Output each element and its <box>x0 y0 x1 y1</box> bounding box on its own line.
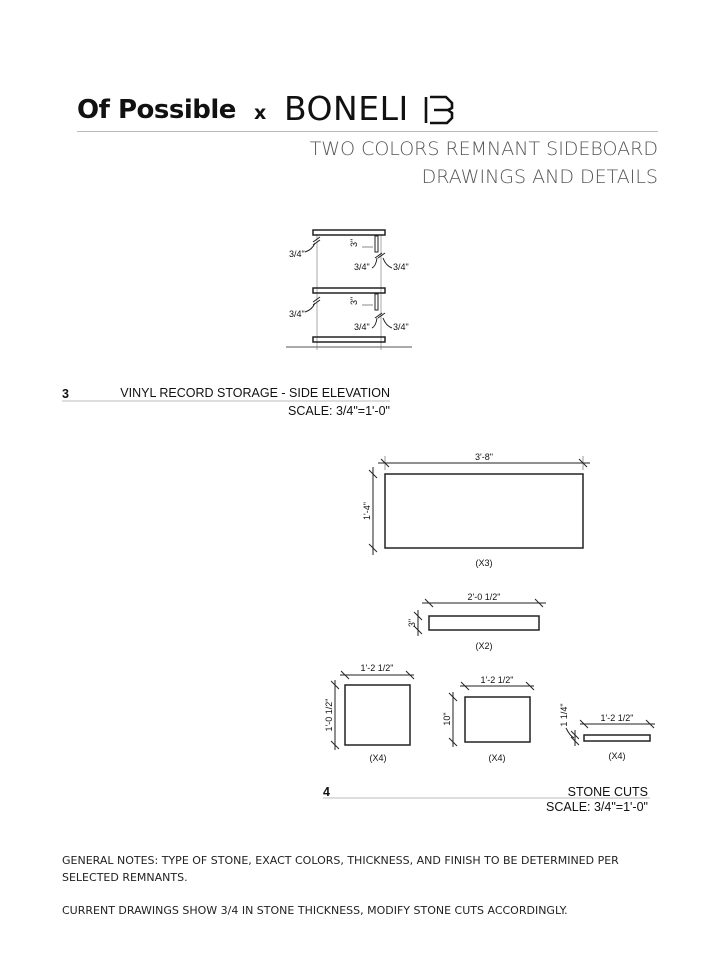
piece-4-width: 1'-2 1/2" <box>481 675 514 685</box>
dim-lip-right: 3/4" <box>393 262 409 272</box>
detail-4-scale: SCALE: 3/4"=1'-0" <box>546 800 648 814</box>
piece-1-width: 3'-8" <box>475 452 493 462</box>
brand-of-possible: Of Possible <box>77 95 236 125</box>
piece-5-qty: (X4) <box>608 751 625 761</box>
detail-3-scale: SCALE: 3/4"=1'-0" <box>288 404 390 418</box>
dim-lip-height: 3" <box>349 239 359 247</box>
detail-3-title: VINYL RECORD STORAGE - SIDE ELEVATION <box>120 386 390 400</box>
piece-4-qty: (X4) <box>488 753 505 763</box>
brand-separator: x <box>254 102 267 124</box>
detail-4-title: STONE CUTS <box>568 785 648 799</box>
piece-1-qty: (X3) <box>475 558 492 568</box>
dim-shelf-thickness: 3/4" <box>289 249 305 259</box>
piece-2-width: 2'-0 1/2" <box>468 592 501 602</box>
piece-1-height: 1'-4" <box>362 502 372 520</box>
piece-2-height: 3" <box>407 619 417 627</box>
dim-lip-height: 3" <box>349 297 359 305</box>
brand-boneli: BONELI <box>284 89 409 128</box>
dim-lip-left: 3/4" <box>354 322 370 332</box>
header-divider <box>77 131 658 132</box>
title-line-2: DRAWINGS AND DETAILS <box>421 166 658 188</box>
piece-3-qty: (X4) <box>369 753 386 763</box>
piece-5-width: 1'-2 1/2" <box>601 713 634 723</box>
piece-3-width: 1'-2 1/2" <box>361 663 394 673</box>
general-notes-line-1: GENERAL NOTES: TYPE OF STONE, EXACT COLO… <box>62 854 619 867</box>
piece-2-qty: (X2) <box>475 641 492 651</box>
detail-4-number: 4 <box>323 785 330 799</box>
dim-lip-right: 3/4" <box>393 322 409 332</box>
piece-5-height: 1 1/4" <box>559 703 569 726</box>
side-elevation-drawing <box>286 229 412 350</box>
thickness-note: CURRENT DRAWINGS SHOW 3/4 IN STONE THICK… <box>62 904 568 917</box>
piece-3-height: 1'-0 1/2" <box>324 699 334 732</box>
piece-4-height: 10" <box>442 712 452 725</box>
title-line-1: TWO COLORS REMNANT SIDEBOARD <box>309 138 658 160</box>
dim-lip-left: 3/4" <box>354 262 370 272</box>
detail-3-number: 3 <box>62 387 69 401</box>
dim-shelf-thickness: 3/4" <box>289 309 305 319</box>
general-notes-line-2: SELECTED REMNANTS. <box>62 871 188 884</box>
